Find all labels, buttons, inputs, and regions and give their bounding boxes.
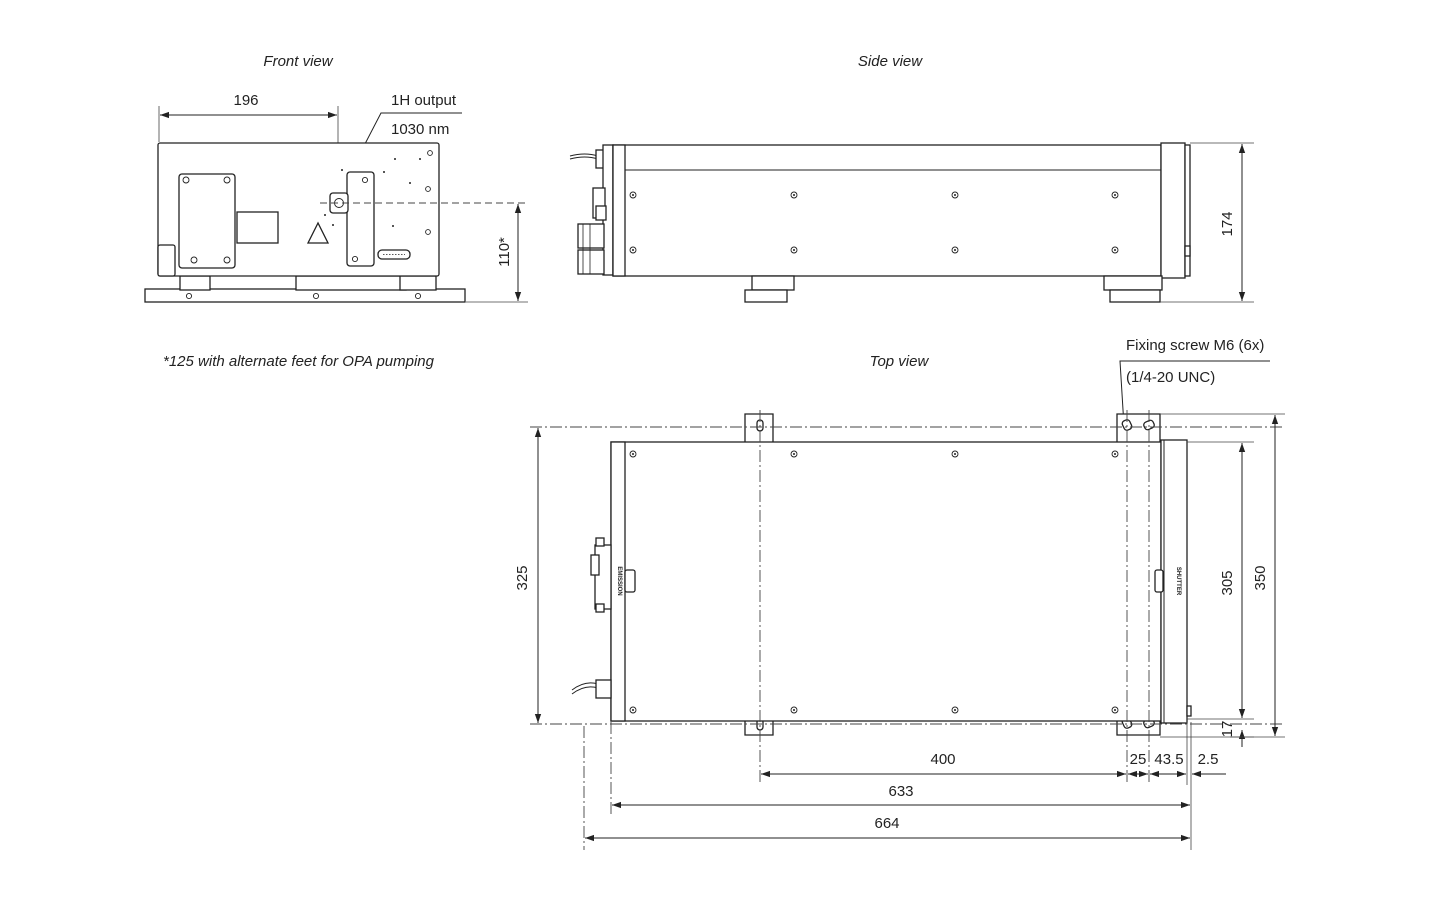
front-height-label: 110* [496, 237, 513, 267]
front-left-panel [178, 173, 236, 269]
front-view-title: Front view [263, 53, 333, 70]
dim-633: 633 [888, 783, 913, 800]
laser-warning-icon [306, 221, 330, 244]
side-foot-right [1103, 275, 1163, 291]
footnote: *125 with alternate feet for OPA pumping [163, 353, 435, 370]
dim-350: 350 [1252, 565, 1269, 590]
dim-325: 325 [514, 565, 531, 590]
emission-label: EMISSION [616, 566, 622, 595]
screw-label: Fixing screw M6 (6x) [1126, 337, 1264, 354]
front-width-label: 196 [233, 92, 258, 109]
top-view-title: Top view [870, 353, 930, 370]
side-view: Side view [569, 53, 1254, 303]
output-label: 1H output [391, 92, 457, 109]
dim-305: 305 [1219, 570, 1236, 595]
wavelength-label: 1030 nm [391, 121, 449, 138]
top-outer-height-dimension: 350 [1252, 415, 1279, 736]
dim-25-group: 25 [1128, 751, 1148, 778]
front-height-dimension: 110* [466, 204, 528, 303]
dim-43-5: 43.5 [1154, 751, 1183, 768]
dim-2-5-group: 2.5 [1186, 722, 1226, 785]
output-port-icon [329, 192, 349, 214]
top-body [610, 441, 1162, 722]
side-height-label: 174 [1219, 211, 1236, 236]
front-right-panel [346, 171, 375, 267]
dim-25: 25 [1130, 751, 1147, 768]
top-inner-height-dimension: 305 17 [1219, 443, 1254, 747]
side-height-dimension: 174 [1160, 142, 1254, 303]
dim-633-group: 633 [612, 783, 1190, 809]
top-view: Top view Fixing screw M6 (6x) (1/4-20 UN… [514, 337, 1285, 850]
dim-2-5: 2.5 [1198, 751, 1219, 768]
side-view-title: Side view [858, 53, 923, 70]
side-foot-left [751, 275, 795, 291]
dim-400-group: 400 [761, 751, 1126, 778]
top-left-height-dimension: 325 [514, 428, 542, 723]
dim-43-5-group: 43.5 [1150, 751, 1186, 778]
dim-17: 17 [1219, 721, 1236, 738]
front-view: Front view 196 1H output 1030 nm [144, 53, 528, 303]
dim-664: 664 [874, 815, 899, 832]
front-connector [377, 249, 411, 260]
dim-400: 400 [930, 751, 955, 768]
side-body [612, 144, 1162, 277]
screw-thread-label: (1/4-20 UNC) [1126, 369, 1215, 386]
shutter-label: SHUTTER [1175, 567, 1181, 596]
dim-664-group: 664 [585, 815, 1190, 842]
